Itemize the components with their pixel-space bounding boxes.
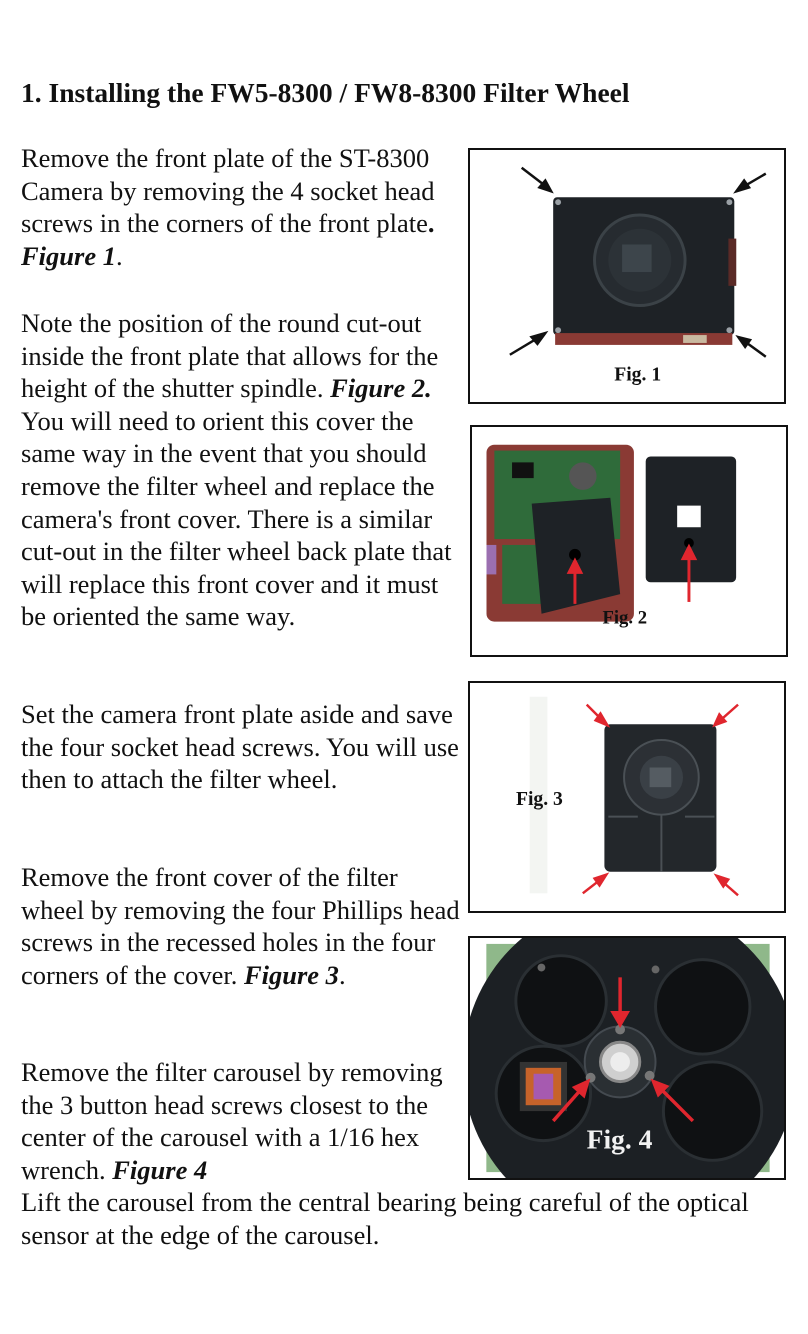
cover-window [677,505,701,528]
paragraph-3-text: Set the camera front plate aside and sav… [21,699,459,795]
paragraph-2-text: Note the position of the round cut-out i… [21,308,439,404]
screw-top-right [726,199,733,206]
paragraph-2-tail: You will need to orient this cover the s… [21,405,452,632]
paragraph-2: Note the position of the round cut-out i… [21,307,461,633]
camera-body-edge [555,333,733,345]
sensor-window [622,244,652,273]
figure-3-filter-wheel-illustration: Fig. 3 [516,696,739,897]
filter-wheel-window [649,767,672,788]
screw-top-left [555,199,562,206]
figure-4-carousel-illustration: Fig. 4 [470,938,784,1178]
screw-bottom-left [555,327,562,334]
button-head-screw-3 [644,1070,655,1081]
figure-1-caption: Fig. 1 [614,363,661,385]
section-heading: 1. Installing the FW5-8300 / FW8-8300 Fi… [21,77,630,108]
paragraph-3: Set the camera front plate aside and sav… [21,698,461,796]
paragraph-1-text: Remove the front plate of the ST-8300 Ca… [21,143,435,239]
paragraph-5-text: Remove the filter carousel by removing t… [21,1057,443,1185]
paragraph-1-period: . [427,208,435,239]
paragraph-4-tail: . [338,959,346,990]
figure-3: Fig. 3 [468,681,786,913]
button-head-screw-1 [615,1024,626,1035]
figure-3-reference: Figure 3 [243,959,339,990]
figure-2-caption: Fig. 2 [602,608,647,629]
figure-2-reference: Figure 2. [330,373,432,404]
figure-2-camera-illustration: Fig. 2 [486,444,737,629]
figure-1-reference: Figure 1 [21,240,116,271]
screw-bottom-right [726,327,733,334]
figure-1: Fig. 1 [468,148,786,404]
closing-paragraph: Lift the carousel from the central beari… [21,1187,749,1250]
paragraph-1-tail: . [115,240,123,271]
paragraph-1: Remove the front plate of the ST-8300 Ca… [21,142,461,272]
paragraph-4-text: Remove the front cover of the filter whe… [21,862,460,990]
paragraph-4: Remove the front cover of the filter whe… [21,861,461,991]
figure-4-caption: Fig. 4 [587,1123,653,1154]
figure-4: Fig. 4 [468,936,786,1180]
paragraph-5: Remove the filter carousel by removing t… [21,1056,461,1186]
figure-4-reference: Figure 4 [112,1154,208,1185]
figure-3-caption: Fig. 3 [516,788,563,810]
figure-2: Fig. 2 [470,425,788,657]
figure-1-camera-illustration: Fig. 1 [509,166,767,385]
